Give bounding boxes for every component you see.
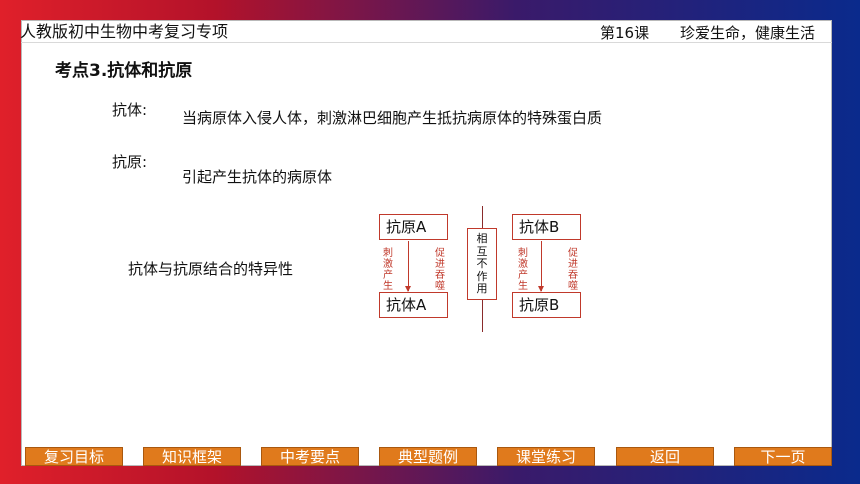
left-stimulate-label: 刺激产生 [383,248,393,292]
lesson-title: 珍爱生命，健康生活 [680,24,816,42]
topic-heading: 考点3.抗体和抗原 [55,61,193,81]
antigen-a-box: 抗原A [379,214,448,240]
lesson-number: 第16课 [600,24,650,42]
antibody-b-box: 抗体B [512,214,581,240]
no-interaction-text: 相互不作用 [476,232,488,295]
nav-typical-examples-button[interactable]: 典型题例 [379,447,477,466]
nav-next-page-button[interactable]: 下一页 [734,447,832,466]
antibody-a-box: 抗体A [379,292,448,318]
slide-frame [21,20,832,466]
right-stimulate-label: 刺激产生 [518,248,528,292]
nav-back-button[interactable]: 返回 [616,447,714,466]
left-promote-label: 促进吞噬 [435,248,445,292]
header-divider [21,42,832,43]
antigen-term: 抗原: [112,153,148,171]
nav-class-exercise-button[interactable]: 课堂练习 [497,447,595,466]
no-interaction-box: 相互不作用 [467,228,497,300]
nav-knowledge-framework-button[interactable]: 知识框架 [143,447,241,466]
right-promote-label: 促进吞噬 [568,248,578,292]
left-down-arrow [405,241,411,292]
antibody-definition: 当病原体入侵人体，刺激淋巴细胞产生抵抗病原体的特殊蛋白质 [182,109,603,127]
antigen-definition: 引起产生抗体的病原体 [182,168,333,186]
antibody-term: 抗体: [112,101,148,119]
bottom-nav: 复习目标 知识框架 中考要点 典型题例 课堂练习 返回 下一页 [0,447,860,467]
right-down-arrow [538,241,544,292]
course-title: 人教版初中生物中考复习专项 [20,22,229,41]
antigen-b-box: 抗原B [512,292,581,318]
nav-exam-points-button[interactable]: 中考要点 [261,447,359,466]
specificity-label: 抗体与抗原结合的特异性 [128,260,294,278]
nav-review-goals-button[interactable]: 复习目标 [25,447,123,466]
